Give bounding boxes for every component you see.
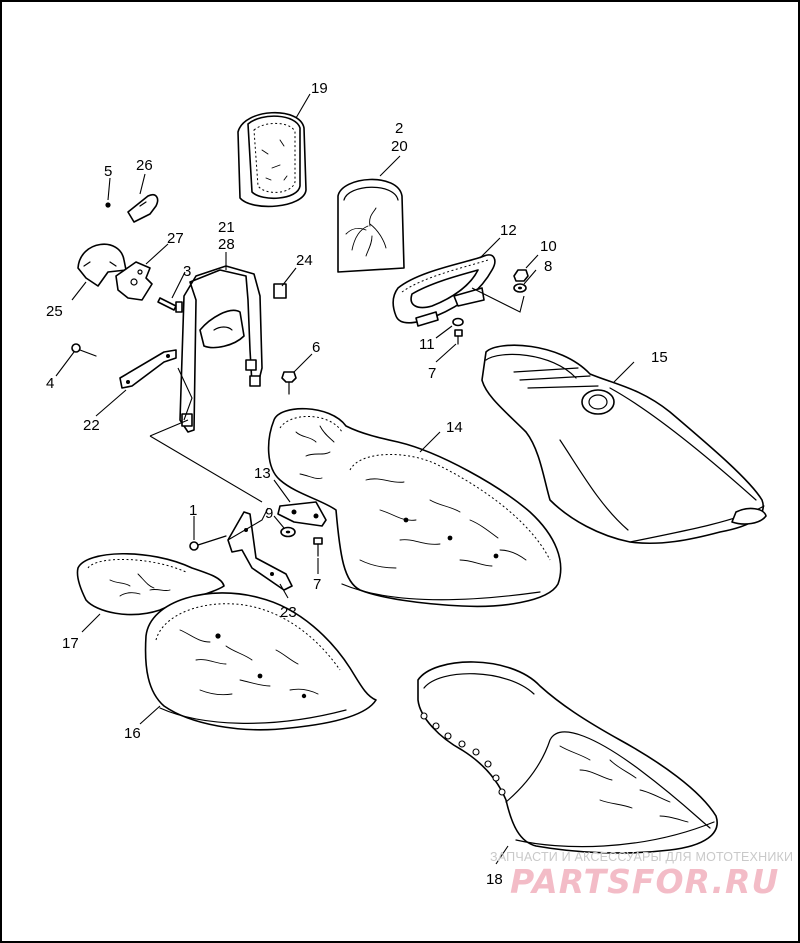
callout-2: 2 bbox=[395, 120, 403, 137]
part-3-bolt bbox=[157, 297, 183, 313]
callout-4: 4 bbox=[46, 375, 54, 392]
callout-7-upper: 7 bbox=[428, 365, 436, 382]
part-24-plate bbox=[273, 283, 287, 299]
callout-15: 15 bbox=[651, 349, 668, 366]
callout-20: 20 bbox=[391, 138, 408, 155]
part-8-washer bbox=[513, 283, 527, 293]
callout-18: 18 bbox=[486, 871, 503, 888]
watermark-caption: ЗАПЧАСТИ И АКСЕССУАРЫ ДЛЯ МОТОТЕХНИКИ bbox=[490, 850, 793, 864]
part-13-bracket bbox=[277, 501, 327, 527]
part-4-screw bbox=[71, 343, 97, 357]
callout-25: 25 bbox=[46, 303, 63, 320]
callout-3: 3 bbox=[183, 263, 191, 280]
part-16-seat bbox=[144, 592, 377, 731]
watermark: ЗАПЧАСТИ И АКСЕССУАРЫ ДЛЯ МОТОТЕХНИКИ PA… bbox=[490, 850, 793, 901]
callout-13: 13 bbox=[254, 465, 271, 482]
callout-21: 21 bbox=[218, 219, 235, 236]
part-11-washer bbox=[452, 317, 464, 327]
callout-23: 23 bbox=[280, 604, 297, 621]
part-21-28-upright bbox=[179, 265, 263, 433]
callout-26: 26 bbox=[136, 157, 153, 174]
callout-1: 1 bbox=[189, 502, 197, 519]
callout-9: 9 bbox=[265, 505, 273, 522]
part-12-strap bbox=[392, 254, 496, 327]
callout-22: 22 bbox=[83, 417, 100, 434]
callout-24: 24 bbox=[296, 252, 313, 269]
part-19-backrest-pad bbox=[237, 111, 307, 208]
callout-16: 16 bbox=[124, 725, 141, 742]
callout-8: 8 bbox=[544, 258, 552, 275]
callout-14: 14 bbox=[446, 419, 463, 436]
callout-19: 19 bbox=[311, 80, 328, 97]
callout-6: 6 bbox=[312, 339, 320, 356]
part-27-bracket bbox=[115, 261, 153, 301]
callout-12: 12 bbox=[500, 222, 517, 239]
part-23-bracket bbox=[227, 511, 293, 591]
part-25-cover-plate bbox=[77, 243, 127, 287]
callout-17: 17 bbox=[62, 635, 79, 652]
callout-11: 11 bbox=[419, 336, 435, 353]
callout-labels: 19 2 20 5 26 21 28 27 24 12 10 8 3 25 11… bbox=[46, 80, 668, 888]
part-14-seat bbox=[267, 407, 562, 608]
part-1-bolt bbox=[189, 535, 227, 551]
part-6-screw bbox=[281, 371, 297, 395]
part-7-screw-lower bbox=[313, 537, 323, 557]
callout-10: 10 bbox=[540, 238, 557, 255]
part-9-washer bbox=[280, 526, 296, 538]
leader-lines bbox=[55, 93, 635, 865]
callout-7-lower: 7 bbox=[313, 576, 321, 593]
part-22-strap bbox=[119, 349, 177, 389]
callout-5: 5 bbox=[104, 163, 112, 180]
callout-28: 28 bbox=[218, 236, 235, 253]
part-15-seat bbox=[481, 344, 767, 545]
part-2-20-backrest bbox=[337, 178, 405, 273]
callout-27: 27 bbox=[167, 230, 184, 247]
part-18-seat bbox=[417, 661, 718, 854]
part-7-screw-upper bbox=[454, 329, 463, 345]
part-26-clip bbox=[105, 193, 159, 223]
part-10-nut bbox=[513, 269, 529, 282]
watermark-brand: PARTSFOR.RU bbox=[510, 862, 779, 901]
